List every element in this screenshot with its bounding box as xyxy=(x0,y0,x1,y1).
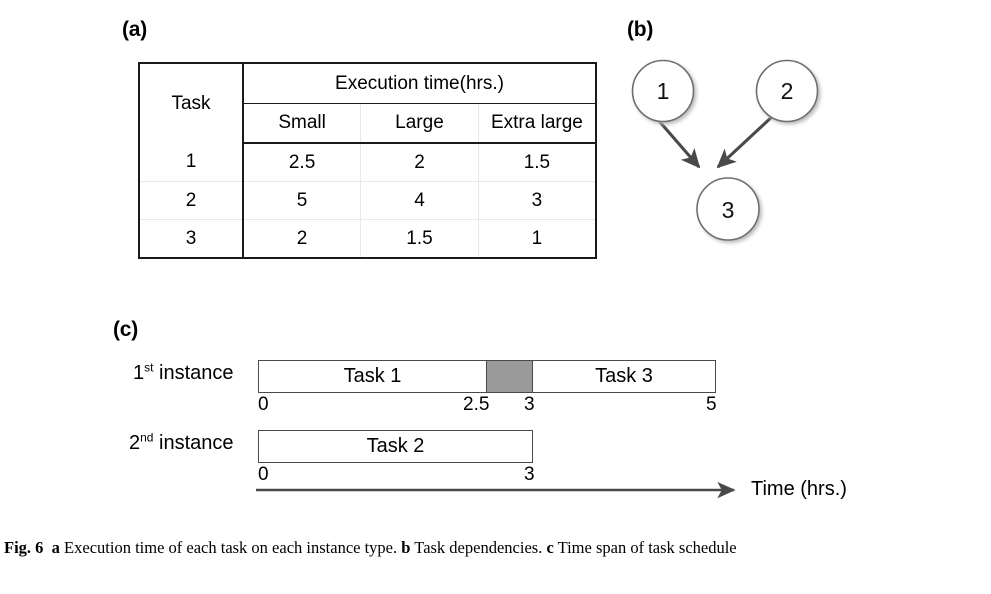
caption-text-a: Execution time of each task on each inst… xyxy=(59,538,402,557)
gantt-row-1-ordinal: 1 xyxy=(133,362,145,384)
caption-marker-b: b xyxy=(401,538,411,557)
table-row: 1 2.5 2 1.5 xyxy=(139,143,596,182)
gantt-row-2-ordinal-suffix: nd xyxy=(140,430,154,445)
panel-label-b: (b) xyxy=(627,18,654,41)
graph-node-1[interactable]: 1 xyxy=(631,59,695,123)
table-header-execution-time: Execution time(hrs.) xyxy=(243,63,596,104)
table-cell-task: 2 xyxy=(139,181,244,220)
gantt-row-label-2: 2nd instance xyxy=(129,430,234,455)
caption-marker-c: c xyxy=(546,538,554,557)
caption-marker-a: a xyxy=(51,538,60,557)
execution-time-table-wrapper: Task Execution time(hrs.) Small Large Ex… xyxy=(138,62,597,259)
table-cell-large: 2 xyxy=(360,143,479,182)
gantt-row-1-instance-text: instance xyxy=(153,362,234,384)
gantt-segment-task-3[interactable]: Task 3 xyxy=(533,360,716,393)
edge-1-to-3 xyxy=(651,112,701,169)
table-cell-large: 4 xyxy=(360,181,479,220)
table-cell-small: 2 xyxy=(243,219,362,258)
graph-node-1-circle[interactable] xyxy=(631,59,695,123)
table-cell-task: 1 xyxy=(139,143,244,182)
graph-node-2[interactable]: 2 xyxy=(755,59,819,123)
graph-node-3-label: 3 xyxy=(722,197,735,223)
figure-caption: Fig. 6 a Execution time of each task on … xyxy=(4,536,986,559)
graph-node-2-circle[interactable] xyxy=(755,59,819,123)
gantt-tick-row1-3: 3 xyxy=(524,394,535,415)
task-dependency-graph: 1 2 3 xyxy=(631,59,819,241)
table-header-row-group: Task Execution time(hrs.) xyxy=(139,63,596,143)
panel-label-a: (a) xyxy=(122,18,148,41)
gantt-segment-task-2[interactable]: Task 2 xyxy=(258,430,533,463)
table-header-task: Task xyxy=(139,63,244,143)
table-row: 3 2 1.5 1 xyxy=(139,219,596,258)
table-cell-task: 3 xyxy=(139,219,244,258)
gantt-segment-task-1[interactable]: Task 1 xyxy=(258,360,487,393)
table-subheader-extra-large: Extra large xyxy=(478,103,596,144)
gantt-tick-row2-3: 3 xyxy=(524,464,535,485)
gantt-tick-row1-5: 5 xyxy=(706,394,717,415)
graph-node-2-label: 2 xyxy=(781,78,794,104)
table-cell-small: 2.5 xyxy=(243,143,362,182)
table-cell-large: 1.5 xyxy=(360,219,479,258)
gantt-segment-idle-gap[interactable] xyxy=(487,360,533,393)
time-axis-label: Time (hrs.) xyxy=(751,478,847,500)
gantt-tick-row1-2point5: 2.5 xyxy=(463,394,490,415)
gantt-tick-row1-0: 0 xyxy=(258,394,269,415)
gantt-row-1-ordinal-suffix: st xyxy=(144,360,154,375)
graph-node-3-circle[interactable] xyxy=(696,177,760,241)
caption-text-b: Task dependencies. xyxy=(410,538,547,557)
table-cell-extra-large: 3 xyxy=(478,181,596,220)
panel-label-c: (c) xyxy=(113,318,139,341)
time-axis xyxy=(256,481,736,499)
caption-text-c: Time span of task schedule xyxy=(553,538,737,557)
table-subheader-large: Large xyxy=(360,103,479,144)
graph-node-3[interactable]: 3 xyxy=(696,177,760,241)
table-subheader-row: Small Large Extra large xyxy=(139,103,596,144)
gantt-tick-row2-0: 0 xyxy=(258,464,269,485)
table-cell-extra-large: 1.5 xyxy=(478,143,596,182)
table-subheader-small: Small xyxy=(243,103,362,144)
execution-time-table: Task Execution time(hrs.) Small Large Ex… xyxy=(138,62,597,259)
edge-2-to-3 xyxy=(716,112,777,169)
table-row: 2 5 4 3 xyxy=(139,181,596,220)
caption-figure-number: Fig. 6 xyxy=(4,538,44,557)
gantt-row-label-1: 1st instance xyxy=(133,360,234,385)
gantt-row-2-instance-text: instance xyxy=(153,432,234,454)
table-cell-extra-large: 1 xyxy=(531,227,543,249)
graph-node-1-label: 1 xyxy=(657,78,670,104)
table-cell-small: 5 xyxy=(243,181,362,220)
gantt-row-2-ordinal: 2 xyxy=(129,432,141,454)
